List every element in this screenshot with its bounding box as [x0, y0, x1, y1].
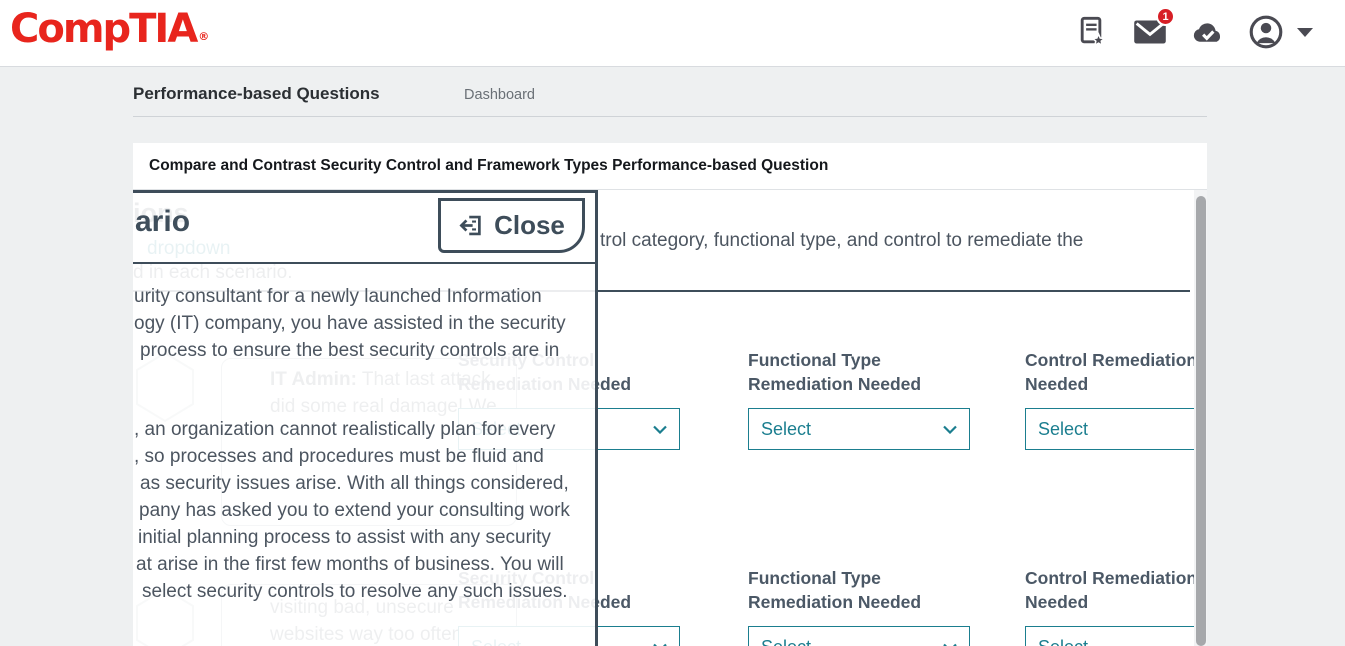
cloud-check-icon[interactable]: [1191, 14, 1225, 50]
account-icon[interactable]: [1249, 14, 1283, 50]
breadcrumb-dashboard[interactable]: Dashboard: [464, 87, 535, 103]
chevron-down-icon[interactable]: [1297, 27, 1313, 37]
divider: [133, 116, 1207, 117]
comptia-logo[interactable]: CompTIA®: [10, 6, 210, 52]
close-button-label: Close: [494, 210, 565, 240]
chevron-down-icon: [943, 643, 957, 646]
top-header-bar: CompTIA® 1: [0, 0, 1345, 67]
scenario-text: urity consultant for a newly launched In…: [134, 286, 570, 602]
select-functional-type-2[interactable]: Select: [748, 626, 970, 646]
page-title: Performance-based Questions: [133, 84, 380, 103]
mail-icon[interactable]: 1: [1133, 7, 1175, 50]
question-content-area: ions dropdown d in each scenario. trol c…: [133, 190, 1207, 646]
scrollbar-thumb[interactable]: [1195, 196, 1206, 646]
select-control-remediation-1[interactable]: Select: [1025, 408, 1207, 450]
label-functional-type: Functional Type Remediation Needed: [748, 350, 922, 394]
instruction-text-fragment: trol category, functional type, and cont…: [600, 230, 1084, 251]
modal-divider: [133, 262, 595, 264]
scenario-heading-fragment: ario: [135, 205, 191, 238]
close-button[interactable]: Close: [438, 198, 585, 253]
exit-icon: [459, 215, 481, 236]
note-document-icon[interactable]: [1075, 14, 1109, 50]
select-control-remediation-2[interactable]: Select: [1025, 626, 1207, 646]
question-card: Compare and Contrast Security Control an…: [133, 143, 1207, 646]
chevron-down-icon: [943, 425, 957, 434]
vertical-scrollbar: [1194, 190, 1207, 646]
chevron-down-icon: [653, 643, 667, 646]
mail-unread-badge: 1: [1156, 7, 1175, 26]
label-functional-type: Functional Type Remediation Needed: [748, 568, 922, 612]
scenario-modal: ario Close urity consultant for a newly …: [133, 190, 598, 646]
section-divider: [133, 290, 1190, 292]
question-title: Compare and Contrast Security Control an…: [133, 143, 1207, 190]
select-functional-type-1[interactable]: Select: [748, 408, 970, 450]
label-control-remediation: Control Remediation Needed: [1025, 568, 1198, 612]
chevron-down-icon: [653, 425, 667, 434]
registered-mark: ®: [198, 30, 210, 43]
label-control-remediation: Control Remediation Needed: [1025, 350, 1198, 394]
